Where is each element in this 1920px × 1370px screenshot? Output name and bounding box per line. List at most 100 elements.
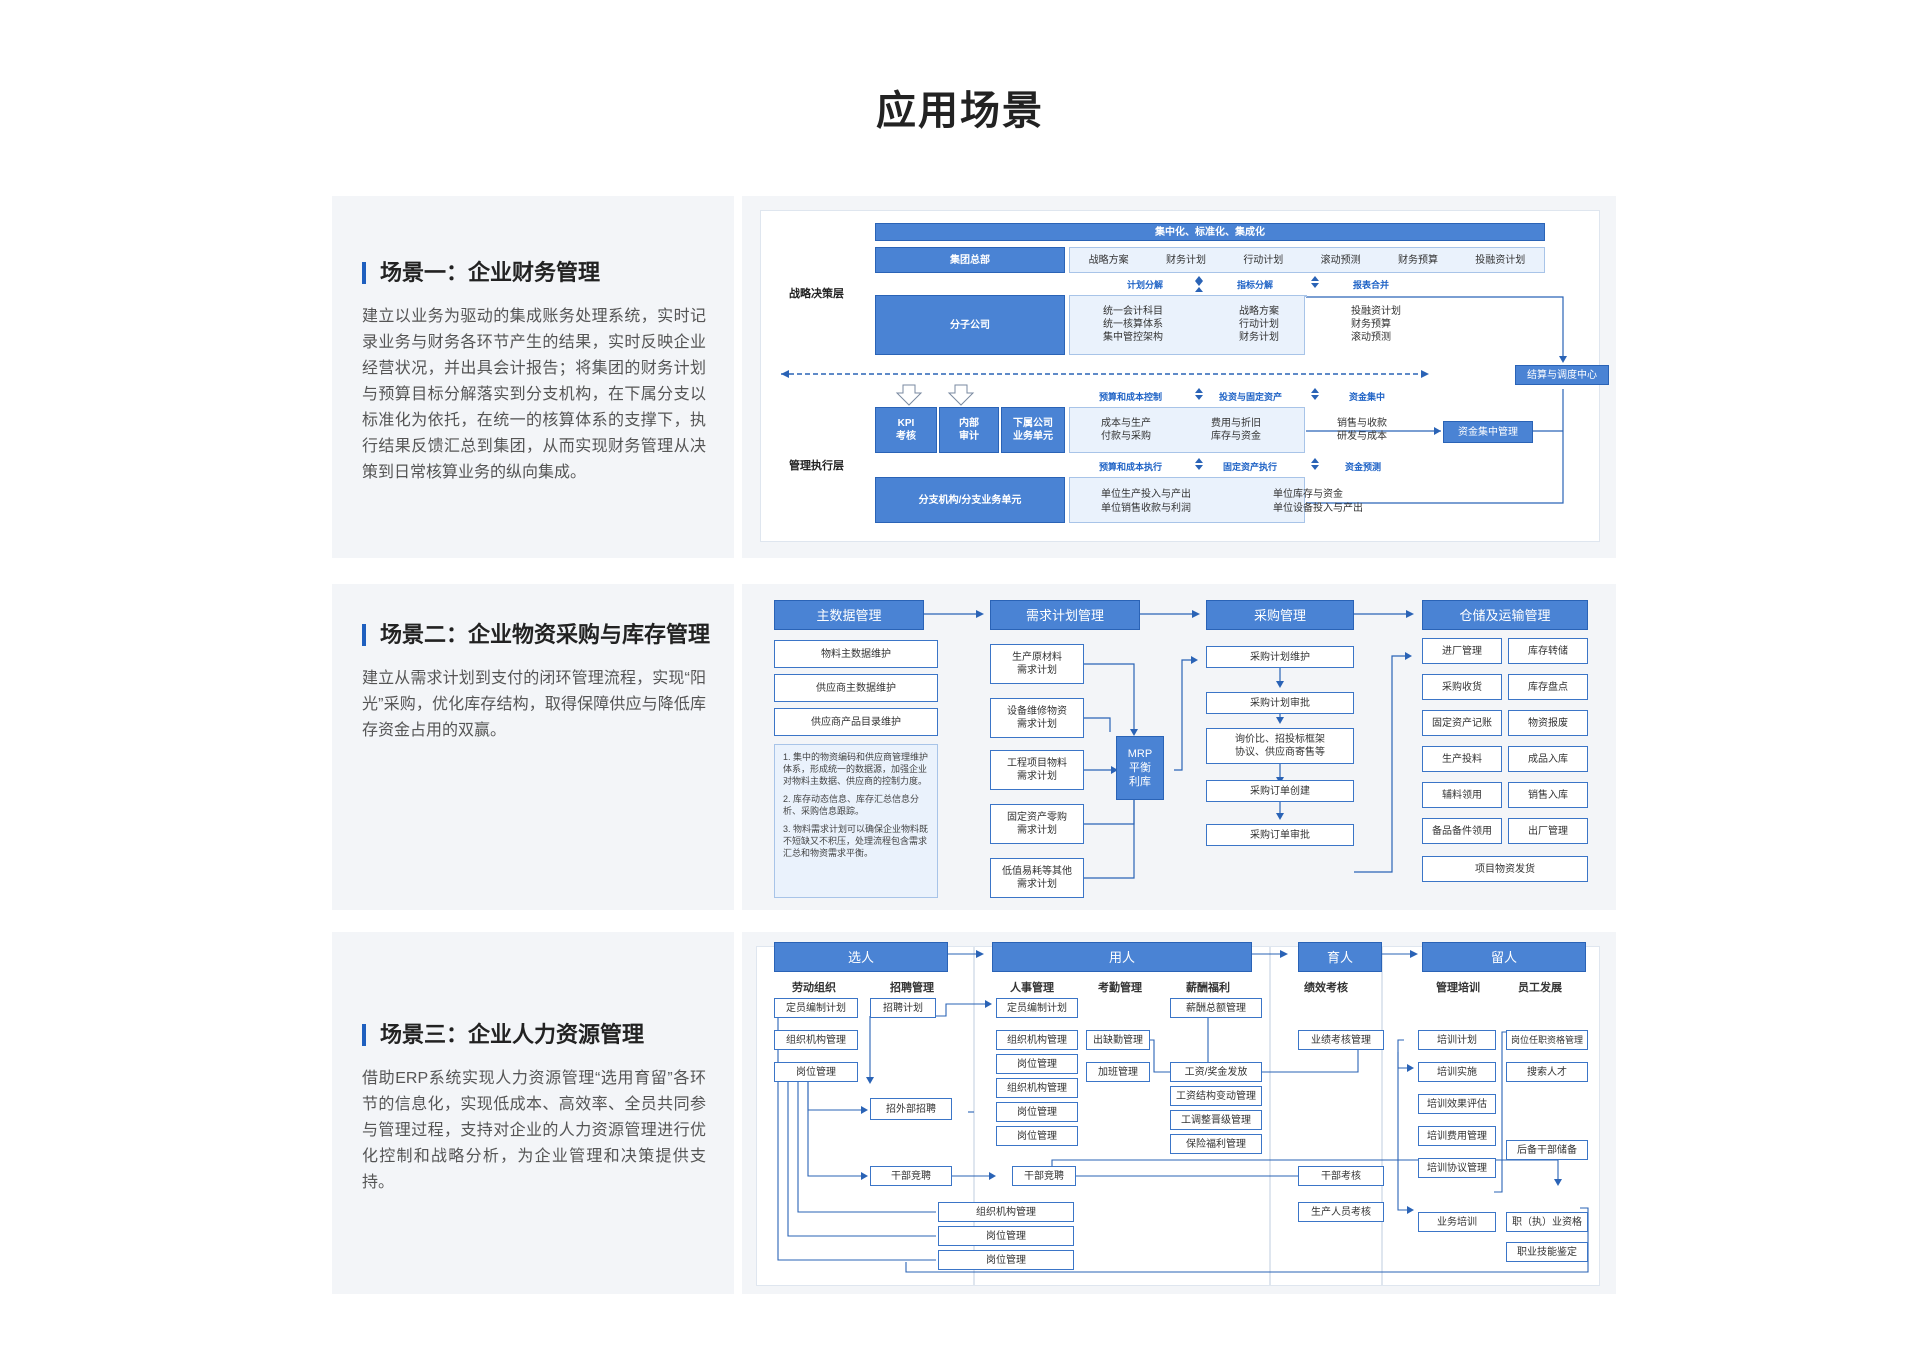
storage-item: 销售入库 <box>1508 782 1588 808</box>
demand-item: 工程项目物料 需求计划 <box>990 750 1084 790</box>
scene2-diagram: 主数据管理 需求计划管理 采购管理 仓储及运输管理 物料主数据维护 供应商主数据… <box>742 584 1616 910</box>
perf-item: 生产人员考核 <box>1298 1202 1384 1222</box>
master-item: 物料主数据维护 <box>774 640 938 668</box>
sub-units-box: 分支机构/分支业务单元 <box>875 477 1065 523</box>
sub-item: 单位设备投入与产出 <box>1273 503 1363 514</box>
exec-link: 投资与固定资产 <box>1219 392 1283 402</box>
subhead: 劳动组织 <box>792 982 836 994</box>
purchase-item: 采购订单创建 <box>1206 780 1354 802</box>
header-demand-plan: 需求计划管理 <box>990 600 1140 630</box>
branch-item: 统一核算体系 <box>1103 319 1163 330</box>
hq-item: 行动计划 <box>1243 254 1284 266</box>
personnel-item: 岗位管理 <box>996 1102 1078 1122</box>
sub-item: 单位库存与资金 <box>1273 489 1343 500</box>
scene1-connectors <box>781 276 1567 504</box>
dev-item: 职（执）业资格 <box>1506 1212 1588 1232</box>
attendance-item: 出缺勤管理 <box>1086 1030 1150 1050</box>
exec-item: 库存与资金 <box>1211 431 1261 442</box>
personnel-item: 定员编制计划 <box>996 998 1078 1018</box>
link-index-decompose: 指标分解 <box>1237 280 1274 290</box>
branch-item: 行动计划 <box>1239 319 1279 330</box>
exec-link: 资金集中 <box>1349 392 1386 402</box>
branch-item: 战略方案 <box>1239 306 1279 317</box>
storage-item: 备品备件领用 <box>1422 818 1502 844</box>
header-use: 用人 <box>992 942 1252 972</box>
branch-item: 财务预算 <box>1351 319 1391 330</box>
exec-link: 固定资产执行 <box>1223 462 1278 472</box>
salary-item: 工资结构变动管理 <box>1170 1086 1262 1106</box>
train-item: 培训协议管理 <box>1418 1158 1496 1178</box>
page-title: 应用场景 <box>876 89 1044 133</box>
sub-cols-box <box>1069 477 1305 523</box>
labor-item: 组织机构管理 <box>774 1030 858 1050</box>
demand-item: 固定资产零购 需求计划 <box>990 804 1084 844</box>
scene2-description: 建立从需求计划到支付的闭环管理流程，实现“阳光”采购，优化库存结构，取得保障供应… <box>362 670 706 739</box>
storage-item: 物资报废 <box>1508 710 1588 736</box>
cadre-bid-left: 干部竞聘 <box>870 1166 952 1186</box>
header-purchase: 采购管理 <box>1206 600 1354 630</box>
master-item: 供应商产品目录维护 <box>774 708 938 736</box>
scene2-diagram-card: 主数据管理 需求计划管理 采购管理 仓储及运输管理 物料主数据维护 供应商主数据… <box>742 584 1616 910</box>
master-note: 1. 集中的物资编码和供应商管理维护体系，形成统一的数据源，加强企业对物料主数据… <box>783 752 929 786</box>
storage-item: 出厂管理 <box>1508 818 1588 844</box>
train-item: 培训费用管理 <box>1418 1126 1496 1146</box>
demand-item: 设备维修物资 需求计划 <box>990 698 1084 738</box>
storage-item: 库存盘点 <box>1508 674 1588 700</box>
link-plan-decompose: 计划分解 <box>1127 280 1164 290</box>
exec-item: 研发与成本 <box>1337 431 1387 442</box>
master-note: 2. 库存动态信息、库存汇总信息分析、采购信息跟踪。 <box>783 794 920 816</box>
train-item: 培训效果评估 <box>1418 1094 1496 1114</box>
train-item: 培训计划 <box>1418 1030 1496 1050</box>
exec-link: 预算和成本执行 <box>1099 462 1163 472</box>
subhead: 考勤管理 <box>1098 982 1142 994</box>
exec-item: 费用与折旧 <box>1211 418 1261 429</box>
scene1-diagram-card: 战略决策层 管理执行层 集中化、标准化、集成化 集团总部 战略方案 财务计划 行… <box>742 196 1616 558</box>
group-hq-box: 集团总部 <box>875 247 1065 273</box>
bottom-item: 岗位管理 <box>938 1226 1074 1246</box>
personnel-item: 组织机构管理 <box>996 1078 1078 1098</box>
storage-item: 采购收货 <box>1422 674 1502 700</box>
scene3-diagram-card: 选人 用人 育人 留人 劳动组织 招聘管理 人事管理 考勤管理 薪酬福利 绩效考… <box>742 932 1616 1294</box>
salary-item: 保险福利管理 <box>1170 1134 1262 1154</box>
header-select: 选人 <box>774 942 948 972</box>
exec-link: 预算和成本控制 <box>1099 392 1163 402</box>
personnel-item: 岗位管理 <box>996 1126 1078 1146</box>
branch-item: 滚动预测 <box>1351 332 1391 343</box>
personnel-item: 岗位管理 <box>996 1054 1078 1074</box>
master-note: 3. 物料需求计划可以确保企业物料既不短缺又不积压，处理流程包含需求汇总和物资需… <box>783 824 929 858</box>
integration-bar: 集中化、标准化、集成化 <box>875 223 1545 241</box>
subhead: 人事管理 <box>1010 982 1054 994</box>
storage-item: 生产投料 <box>1422 746 1502 772</box>
bottom-item: 岗位管理 <box>938 1250 1074 1270</box>
purchase-item: 采购计划审批 <box>1206 692 1354 714</box>
header-retain: 留人 <box>1422 942 1586 972</box>
demand-item: 生产原材料 需求计划 <box>990 644 1084 684</box>
branch-item: 集中管控架构 <box>1103 332 1163 343</box>
train-item: 培训实施 <box>1418 1062 1496 1082</box>
train-item: 业务培训 <box>1418 1212 1496 1232</box>
subhead: 招聘管理 <box>890 982 934 994</box>
recruit-item: 招外部招聘 <box>870 1098 952 1120</box>
salary-item: 薪酬总额管理 <box>1170 998 1262 1018</box>
hq-item: 财务预算 <box>1397 254 1438 266</box>
attendance-item: 加班管理 <box>1086 1062 1150 1082</box>
hq-item: 滚动预测 <box>1320 254 1361 266</box>
scene1-title: 场景一：企业财务管理 <box>362 262 600 284</box>
perf-item: 干部考核 <box>1298 1166 1384 1186</box>
hq-items-box: 战略方案 财务计划 行动计划 滚动预测 财务预算 投融资计划 <box>1069 247 1545 273</box>
subhead: 员工发展 <box>1518 982 1562 994</box>
purchase-item: 询价比、招投标框架 协议、供应商寄售等 <box>1206 728 1354 764</box>
salary-item: 工资/奖金发放 <box>1170 1062 1262 1082</box>
fund-centralization-box: 资金集中管理 <box>1443 421 1533 443</box>
sub-item: 单位销售收款与利润 <box>1101 503 1191 514</box>
exec-item: 付款与采购 <box>1101 431 1151 442</box>
demand-item: 低值易耗等其他 需求计划 <box>990 858 1084 898</box>
scene3-title: 场景三：企业人力资源管理 <box>362 1024 644 1046</box>
purchase-item: 采购计划维护 <box>1206 646 1354 668</box>
scene1-description: 建立以业务为驱动的集成账务处理系统，实时记录业务与财务各环节产生的结果，实时反映… <box>362 308 706 481</box>
layer-strategic-label: 战略决策层 <box>789 288 844 300</box>
layer-execution-label: 管理执行层 <box>789 460 844 472</box>
storage-item: 辅料领用 <box>1422 782 1502 808</box>
storage-item: 进厂管理 <box>1422 638 1502 664</box>
branch-item: 财务计划 <box>1239 332 1279 343</box>
